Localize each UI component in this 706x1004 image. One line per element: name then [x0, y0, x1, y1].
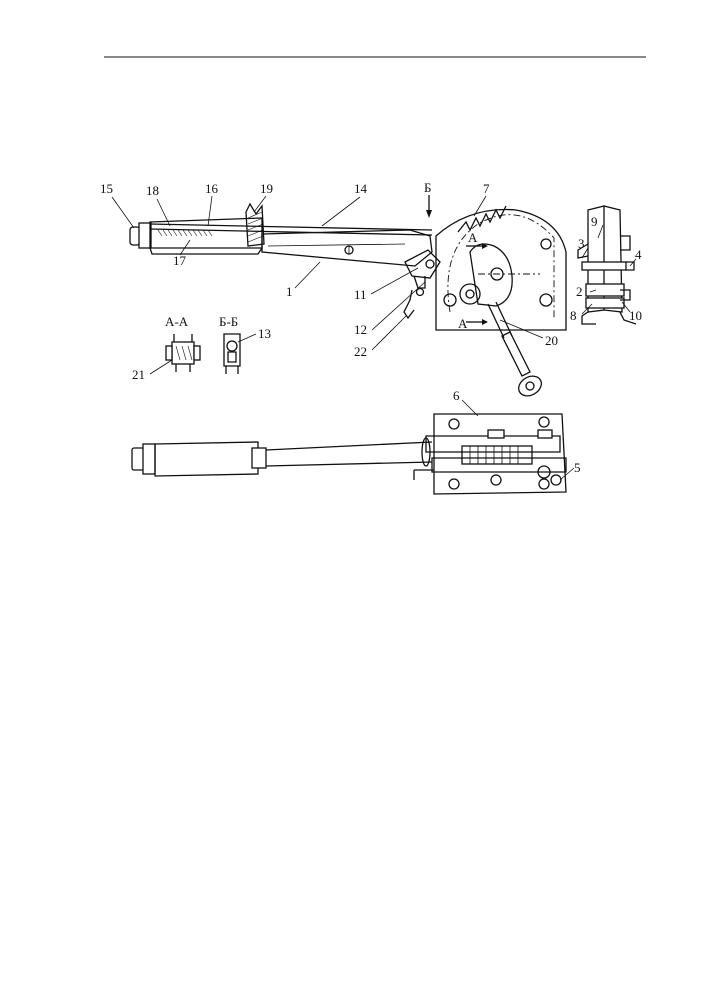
callout-5: 5: [574, 460, 581, 475]
sector-plate: [426, 195, 567, 397]
callout-22: 22: [354, 344, 367, 359]
callout-1: 1: [286, 284, 293, 299]
callout-17: 17: [173, 253, 187, 268]
callout-16: 16: [205, 181, 219, 196]
callout-13: 13: [258, 326, 271, 341]
callout-b-view: Б: [424, 180, 431, 195]
callout-2: 2: [576, 284, 583, 299]
leader-lines: [111, 195, 637, 481]
callout-15: 15: [100, 181, 113, 196]
end-view: [577, 205, 637, 325]
lever-side-view: [129, 202, 441, 320]
plan-view: [131, 413, 567, 495]
section-bb: [223, 333, 241, 374]
callout-4: 4: [635, 247, 642, 262]
section-label-bb: Б-Б: [219, 314, 238, 329]
callout-10: 10: [629, 308, 642, 323]
callout-21: 21: [132, 367, 145, 382]
callout-7: 7: [483, 181, 490, 196]
callout-20: 20: [545, 333, 558, 348]
callout-9: 9: [591, 214, 598, 229]
section-label-aa: А-А: [165, 314, 189, 329]
spring-hatching: [157, 229, 213, 237]
section-mark-a-top: А: [468, 230, 478, 245]
callout-labels: 15 18 16 19 14 Б 7 9 3 4 2 8 10 17 1 11 …: [100, 180, 642, 475]
callout-3: 3: [578, 236, 585, 251]
callout-11: 11: [354, 287, 367, 302]
callout-8: 8: [570, 308, 577, 323]
callout-18: 18: [146, 183, 159, 198]
callout-14: 14: [354, 181, 368, 196]
callout-19: 19: [260, 181, 273, 196]
section-mark-a-bottom: А: [458, 316, 468, 331]
section-aa: [165, 334, 201, 372]
callout-6: 6: [453, 388, 460, 403]
callout-12: 12: [354, 322, 367, 337]
